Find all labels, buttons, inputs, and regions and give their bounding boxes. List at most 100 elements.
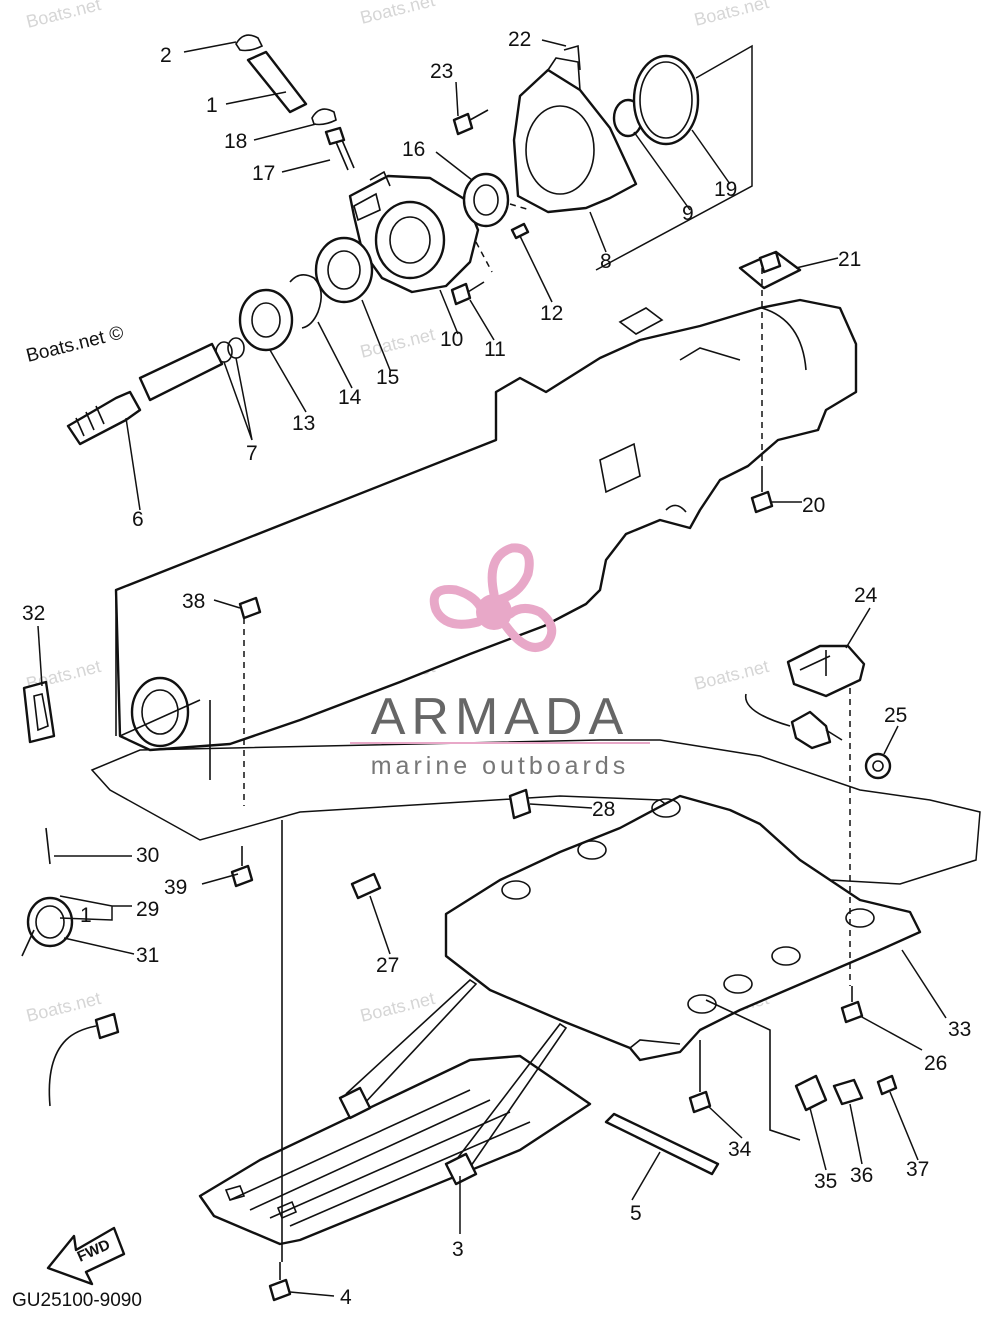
callout-27: 27: [376, 954, 399, 977]
part-pin-30: [45, 827, 51, 865]
part-sender-unit: [790, 710, 832, 750]
assembly-lines: [243, 203, 851, 1262]
callout-1: 1: [206, 94, 218, 117]
callout-38: 38: [182, 590, 205, 613]
callout-2: 2: [160, 44, 172, 67]
callout-19: 19: [714, 178, 737, 201]
callout-6: 6: [132, 508, 144, 531]
leader-lines: [37, 39, 947, 1297]
intake-housing: [114, 298, 858, 780]
part-drive-shaft-sleeve: [138, 342, 224, 402]
callout-34: 34: [728, 1138, 752, 1161]
part-clamp-31: [21, 929, 35, 957]
part-bolt-38: [238, 596, 262, 620]
part-oil-seal-16: [462, 172, 510, 228]
part-grate-bar-left: [345, 978, 478, 1107]
part-hose: [246, 50, 308, 114]
sensor-assembly: [745, 644, 892, 780]
watermark: Boats.net: [692, 0, 771, 30]
part-bolt-17-shank: [335, 139, 355, 171]
part-intake-grate: [198, 1054, 592, 1246]
part-cover-plate: [512, 68, 638, 214]
part-bolt-23: [452, 112, 474, 136]
part-block-35: [794, 1074, 828, 1112]
part-tag-28: [508, 788, 532, 820]
callout-39: 39: [164, 876, 187, 899]
part-housing-bore: [374, 200, 446, 280]
part-drive-shaft: [66, 390, 142, 446]
callout-26: 26: [924, 1052, 947, 1075]
callout-22: 22: [508, 28, 531, 51]
part-plate-36: [832, 1078, 864, 1106]
part-intake-housing: [114, 298, 858, 752]
callout-35: 35: [814, 1170, 837, 1193]
part-bolt-17-head: [324, 126, 346, 146]
armada-logo: ARMADA marine outboards: [350, 543, 650, 780]
callout-12: 12: [540, 302, 563, 325]
callout-13: 13: [292, 412, 315, 435]
part-bolt-34: [688, 1090, 712, 1114]
part-cover-bore: [525, 105, 595, 195]
callout-3: 3: [452, 1238, 464, 1261]
part-bolt-4: [268, 1278, 292, 1302]
callout-24: 24: [854, 584, 878, 607]
callout-15: 15: [376, 366, 399, 389]
diagram-code: GU25100-9090: [12, 1290, 142, 1311]
watermark: Boats.net: [358, 988, 437, 1026]
ride-plate-assembly: [444, 794, 922, 1062]
callout-37: 37: [906, 1158, 929, 1181]
callout-9: 9: [682, 202, 694, 225]
logo-divider: [350, 742, 650, 744]
part-clamp-29: [26, 896, 74, 948]
callout-5: 5: [630, 1202, 642, 1225]
part-o-ring-19: [632, 54, 700, 146]
part-nut-25: [864, 752, 892, 780]
fwd-arrow-icon: [46, 1226, 126, 1286]
callout-1-secondary: 1: [80, 904, 92, 927]
part-rubber-strip: [604, 1112, 720, 1176]
watermark: Boats.net: [358, 324, 437, 362]
part-bolt-26: [840, 1000, 864, 1024]
callout-7: 7: [246, 442, 258, 465]
callout-10: 10: [440, 328, 463, 351]
part-bracket-32: [22, 680, 56, 744]
part-circlip-14: [289, 274, 322, 329]
callout-4: 4: [340, 1286, 352, 1309]
callout-11: 11: [484, 338, 506, 361]
watermark: Boats.net: [24, 0, 103, 32]
intake-grate-assembly: [198, 978, 592, 1246]
credit-text: Boats.net ©: [24, 322, 126, 366]
fwd-arrow: FWD: [46, 1226, 126, 1286]
part-screw-37: [876, 1074, 898, 1096]
callout-21: 21: [838, 248, 861, 271]
part-base-plate-outline: [90, 739, 981, 885]
callout-labels: 2 1 18 17 16 23 22 19 9 8 12 11 10 15 14…: [22, 28, 971, 1309]
part-bolt-11: [450, 282, 472, 306]
fastener-parts: [21, 250, 898, 1302]
part-o-ring-7a: [227, 337, 245, 359]
callout-31: 31: [136, 944, 159, 967]
callout-16: 16: [402, 138, 425, 161]
part-bearing-13: [238, 288, 294, 352]
callout-36: 36: [850, 1164, 873, 1187]
callout-33: 33: [948, 1018, 971, 1041]
bearing-housing-assembly: [66, 34, 700, 446]
part-clamp-2: [235, 34, 264, 52]
watermark: Boats.net: [692, 656, 771, 694]
callout-25: 25: [884, 704, 907, 727]
callout-18: 18: [224, 130, 247, 153]
watermark: Boats.net: [358, 0, 437, 28]
logo-name: ARMADA: [371, 688, 629, 746]
callout-14: 14: [338, 386, 362, 409]
part-pin-27: [350, 872, 382, 900]
watermark: Boats.net: [24, 988, 103, 1026]
part-grate-bar-right: [449, 1022, 568, 1177]
part-dowel-pin-12: [510, 222, 530, 240]
logo-tagline: marine outboards: [371, 752, 630, 780]
callout-23: 23: [430, 60, 453, 83]
callout-28: 28: [592, 798, 615, 821]
callout-17: 17: [252, 162, 275, 185]
callout-29: 29: [136, 898, 159, 921]
part-bearing-15: [314, 236, 374, 304]
